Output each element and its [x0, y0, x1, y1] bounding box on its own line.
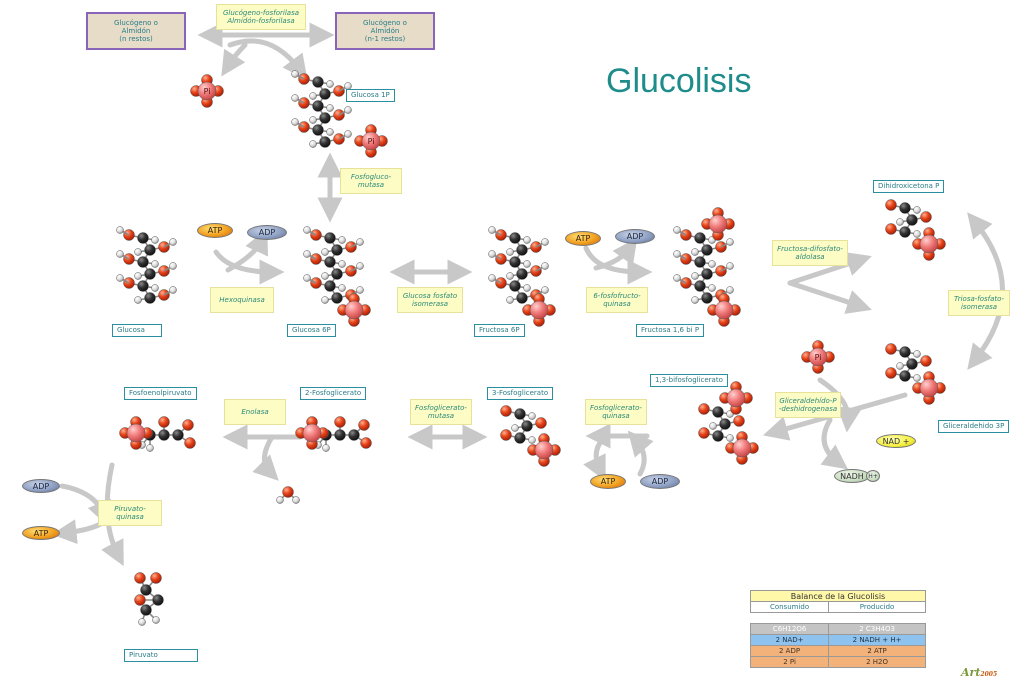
enzyme-hexoquinasa: Hexoquinasa [210, 287, 274, 313]
balance-cell: 2 C3H4O3 [828, 623, 926, 635]
3-fosfoglicerato-molecule [500, 405, 561, 467]
arrow-nad [817, 377, 862, 433]
atp-fosfofructoquinasa: ATP [565, 231, 601, 246]
balance-produced-header: Producido [828, 601, 926, 613]
atp-fosfoglicerato-quinasa: ATP [590, 474, 626, 489]
2-fosfoglicerato-molecule [295, 416, 372, 452]
adp-fosfofructoquinasa: ADP [615, 229, 655, 244]
svg-text:Pi: Pi [204, 87, 211, 96]
svg-text:Pi: Pi [815, 353, 822, 362]
enzyme-glucogeno-fosforilasa: Glucógeno-fosforilasa Almidón-fosforilas… [216, 4, 306, 30]
adp-fosfoglicerato-quinasa: ADP [640, 474, 680, 489]
enzyme-fructosa-difosfato-aldolasa: Fructosa-difosfato- aldolasa [772, 240, 848, 266]
pi-glucosa-1p: Pi [354, 124, 388, 158]
adp-piruvato-quinasa: ADP [22, 479, 60, 493]
page-title: Glucolisis [606, 62, 752, 100]
enzyme-fosfoglicerato-quinasa: Fosfoglicerato- quinasa [585, 399, 647, 425]
atp-piruvato-quinasa: ATP [22, 526, 60, 540]
balance-cell: 2 ATP [828, 645, 926, 657]
arrow-nadh [820, 417, 849, 470]
glucosa-6p-molecule [303, 226, 371, 327]
label-3-fosfoglicerato: 3-Fosfoglicerato [487, 387, 554, 400]
enzyme-fosfoglucomutasa: Fosfogluco- mutasa [340, 168, 402, 194]
nad-plus: NAD + [876, 434, 916, 448]
fosfoenolpiruvato-molecule [119, 416, 196, 452]
arrow-pi-in [221, 42, 248, 77]
bifosfoglicerato-molecule [698, 381, 759, 465]
arrow-fgk-atp [583, 433, 609, 482]
balance-consumed-header: Consumido [749, 601, 830, 613]
arrow-to-glucosa-1p [227, 38, 308, 80]
balance-cell: 2 Pi [749, 656, 830, 668]
enzyme-triosa-fosfato-isomerasa: Triosa-fosfato- isomerasa [948, 290, 1010, 316]
balance-cell: 2 ADP [749, 645, 830, 657]
glucosa-molecule [116, 226, 177, 304]
enzyme-fosfoglicerato-mutasa: Fosfoglicerato- mutasa [410, 399, 472, 425]
arrow-aldolasa-up [787, 252, 872, 286]
piruvato-molecule [134, 572, 164, 626]
arrow-water [252, 434, 279, 481]
h-plus: H+ [866, 470, 880, 482]
balance-cell: 2 H2O [828, 656, 926, 668]
balance-cell: 2 NAD+ [749, 634, 830, 646]
enzyme-enolasa: Enolasa [224, 399, 286, 425]
label-glucosa: Glucosa [112, 324, 162, 337]
label-fructosa-6p: Fructosa 6P [474, 324, 525, 337]
water-molecule [276, 486, 300, 504]
pi-free-molecule: Pi [190, 74, 224, 108]
label-gliceraldehido-3p: Gliceraldehido 3P [938, 420, 1010, 433]
label-fructosa-16bp: Fructosa 1,6 bi P [636, 324, 705, 337]
atp-hexoquinasa: ATP [197, 223, 233, 238]
enzyme-fosfofructoquinasa: 6-fosfofructo- quinasa [586, 287, 648, 313]
label-dihidroxicetona: Dihidroxicetona P [873, 180, 945, 193]
fructosa-16bp-molecule [673, 207, 741, 327]
glucosa-1p-molecule [291, 70, 352, 148]
label-2-fosfoglicerato: 2-Fosfoglicerato [300, 387, 367, 400]
glycogen-n-box: Glucógeno o Almidón (n restos) [86, 12, 186, 50]
enzyme-gliceraldehido-deshidrogenasa: Gliceraldehído-P -deshidrogenasa [775, 392, 841, 418]
arrow-adp-out [225, 228, 269, 273]
arrow-adp-out-2 [593, 237, 638, 271]
label-glucosa-6p: Glucosa 6P [287, 324, 336, 337]
enzyme-piruvato-quinasa: Piruvato- quinasa [98, 500, 162, 526]
dihidroxicetona-molecule [885, 199, 946, 261]
enzyme-glucosa-fosfato-isomerasa: Glucosa fosfato isomerasa [397, 287, 463, 313]
label-glucosa-1p: Glucosa 1P [346, 89, 395, 102]
pi-deshidrogenasa: Pi [801, 340, 835, 374]
gliceraldehido-molecule [885, 343, 946, 405]
balance-cell: C6H12O6 [749, 623, 830, 635]
nadh: NADH [834, 469, 870, 483]
art-logo: Art2005 [961, 666, 998, 679]
balance-cell: 2 NADH + H+ [828, 634, 926, 646]
label-bifosfoglicerato: 1,3-bifosfoglicerato [650, 374, 728, 387]
label-fosfoenolpiruvato: Fosfoenolpiruvato [124, 387, 197, 400]
arrow-aldolasa-down [787, 280, 872, 314]
balance-title: Balance de la Glucolisis [750, 590, 926, 602]
label-piruvato: Piruvato [124, 649, 198, 662]
arrow-fgk-adp [627, 430, 654, 477]
glycogen-n-minus-1-box: Glucógeno o Almidón (n-1 restos) [335, 12, 435, 50]
fructosa-6p-molecule [488, 226, 556, 327]
svg-text:Pi: Pi [368, 137, 375, 146]
adp-hexoquinasa: ADP [247, 225, 287, 240]
